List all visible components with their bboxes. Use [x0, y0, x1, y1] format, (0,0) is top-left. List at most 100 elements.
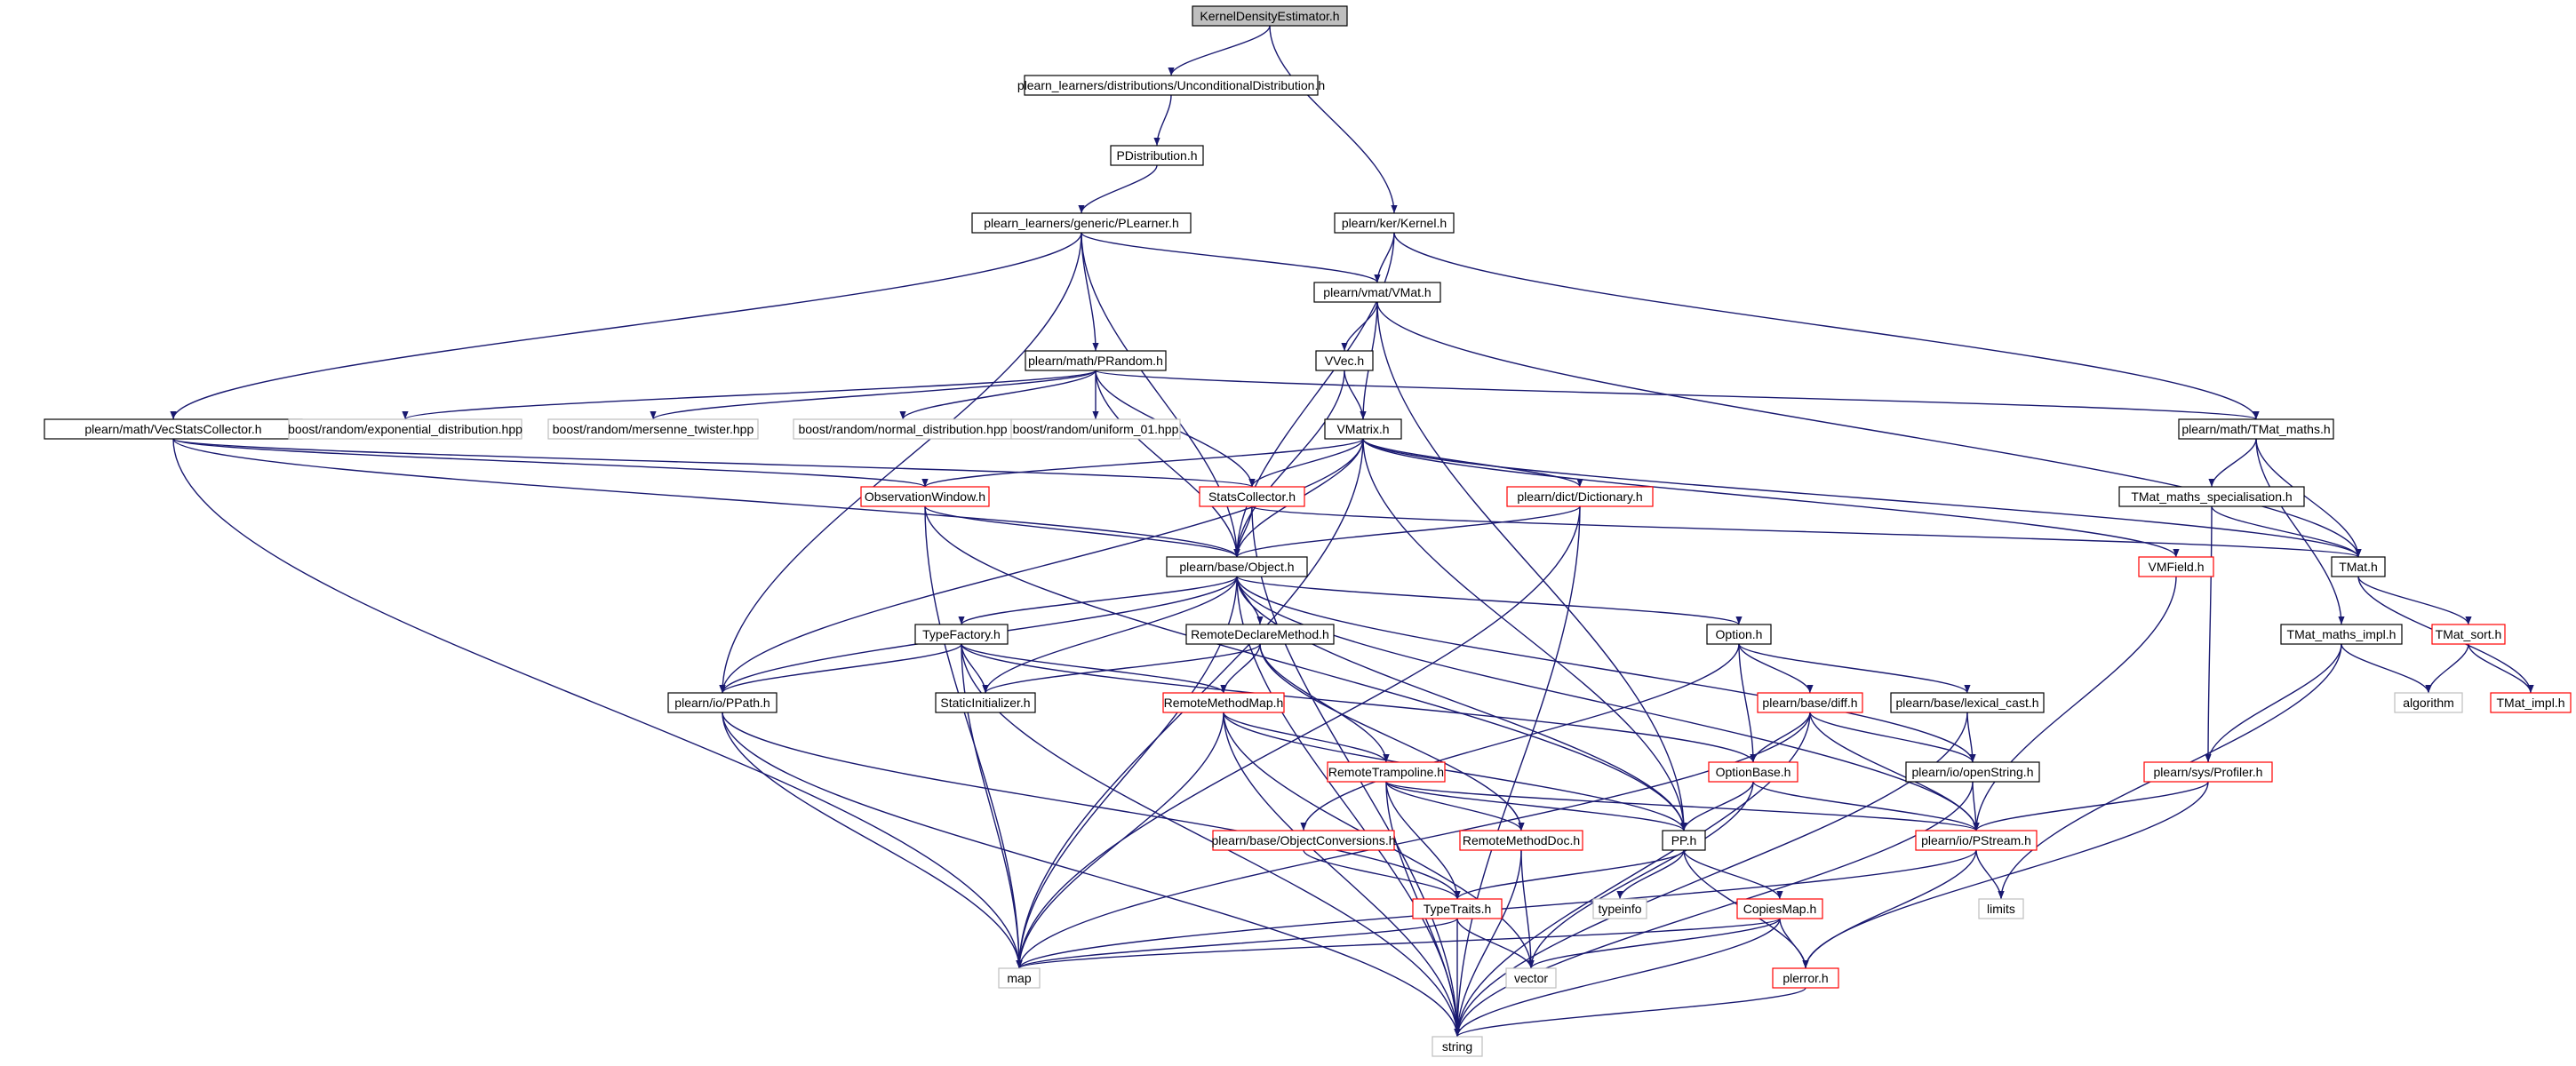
edge-tmat-to-tsort	[2357, 576, 2472, 625]
node-staticinitializer-h[interactable]: StaticInitializer.h	[935, 692, 1036, 713]
node-typetraits-h[interactable]: TypeTraits.h	[1412, 898, 1503, 919]
node-label: PP.h	[1671, 833, 1697, 847]
node-plearn-base-object-h[interactable]: plearn/base/Object.h	[1166, 556, 1308, 577]
node-label: plearn/math/TMat_maths.h	[2181, 422, 2330, 436]
node-typefactory-h[interactable]: TypeFactory.h	[914, 624, 1009, 645]
node-box	[1890, 692, 2045, 713]
edge-typefactory-to-staticinit	[961, 643, 989, 694]
edge-vmatrix-to-dict	[1362, 438, 1583, 488]
node-box	[2394, 692, 2463, 713]
node-plearn-math-tmat-maths-h[interactable]: plearn/math/TMat_maths.h	[2178, 418, 2334, 440]
node-optionbase-h[interactable]: OptionBase.h	[1708, 761, 1798, 783]
node-observationwindow-h[interactable]: ObservationWindow.h	[860, 486, 990, 507]
node-box	[1024, 75, 1319, 96]
node-option-h[interactable]: Option.h	[1706, 624, 1772, 645]
node-plearn-sys-profiler-h[interactable]: plearn/sys/Profiler.h	[2143, 761, 2273, 783]
edge-plearner-to-vecstats	[170, 232, 1082, 420]
edge-prandom-to-b_mt	[650, 370, 1097, 420]
node-tmat-maths-impl-h[interactable]: TMat_maths_impl.h	[2280, 624, 2403, 645]
node-box	[667, 692, 778, 713]
node-box	[1412, 898, 1503, 919]
node-pp-h[interactable]: PP.h	[1662, 830, 1706, 851]
node-box	[914, 624, 1009, 645]
node-plearn-vmat-vmat-h[interactable]: plearn/vmat/VMat.h	[1313, 282, 1441, 303]
edge-pstream-to-perror	[1802, 849, 1977, 969]
edge-tmspec-to-tmat	[2211, 505, 2362, 558]
node-tmat-impl-h[interactable]: TMat_impl.h	[2490, 692, 2572, 713]
node-statscollector-h[interactable]: StatsCollector.h	[1199, 486, 1305, 507]
node-label: plearn/io/PPath.h	[674, 696, 770, 710]
edge-tmimpl-to-profiler	[2205, 643, 2342, 763]
edge-vmatrix-to-tmat	[1362, 438, 2362, 558]
edge-rmdoc-to-vector	[1520, 849, 1535, 969]
node-label: RemoteMethodDoc.h	[1463, 833, 1580, 847]
node-box	[971, 212, 1192, 234]
node-tmat-maths-specialisation-h[interactable]: TMat_maths_specialisation.h	[2118, 486, 2305, 507]
edge-object-to-typefactory	[958, 576, 1238, 625]
node-remotemethodmap-h[interactable]: RemoteMethodMap.h	[1162, 692, 1285, 713]
node-remotemethoddoc-h[interactable]: RemoteMethodDoc.h	[1459, 830, 1583, 851]
edge-tmaths-to-tmspec	[2208, 438, 2257, 488]
edge-diff-to-optbase	[1750, 712, 1811, 763]
node-remotedeclaremethod-h[interactable]: RemoteDeclareMethod.h	[1185, 624, 1335, 645]
edge-diff-to-map	[1016, 712, 1811, 969]
node-plearn-io-ppath-h[interactable]: plearn/io/PPath.h	[667, 692, 778, 713]
edge-optbase-to-vector	[1527, 781, 1754, 969]
node-plearn-ker-kernel-h[interactable]: plearn/ker/Kernel.h	[1334, 212, 1455, 234]
node-label: TMat_maths_specialisation.h	[2131, 489, 2292, 504]
node-plearn-io-openstring-h[interactable]: plearn/io/openString.h	[1905, 761, 2040, 783]
node-box	[1166, 556, 1308, 577]
node-label: typeinfo	[1598, 902, 1641, 916]
node-map: map	[998, 967, 1041, 989]
node-box	[1315, 350, 1374, 371]
node-label: algorithm	[2403, 696, 2454, 710]
node-plearn-math-vecstatscollector-h[interactable]: plearn/math/VecStatsCollector.h	[44, 418, 303, 440]
node-box	[1662, 830, 1706, 851]
edge-vecstats-to-map	[172, 438, 1023, 969]
edge-tmimpl-to-algorithm	[2341, 643, 2432, 694]
node-copiesmap-h[interactable]: CopiesMap.h	[1736, 898, 1823, 919]
edge-copiesmap-to-string	[1454, 918, 1781, 1038]
node-plearn-learners-distributions-unconditionaldistribution-h[interactable]: plearn_learners/distributions/Unconditio…	[1017, 75, 1325, 96]
edge-tmspec-to-profiler	[2205, 505, 2213, 763]
node-label: RemoteTrampoline.h	[1328, 765, 1444, 779]
node-plearn-base-lexical-cast-h[interactable]: plearn/base/lexical_cast.h	[1890, 692, 2045, 713]
node-tmat-sort-h[interactable]: TMat_sort.h	[2431, 624, 2506, 645]
edge-plearner-to-vmat	[1081, 232, 1381, 283]
edge-optbase-to-pp	[1680, 781, 1754, 831]
node-plearn-base-objectconversions-h[interactable]: plearn/base/ObjectConversions.h	[1211, 830, 1396, 851]
edge-object-to-staticinit	[982, 576, 1238, 694]
node-label: StaticInitializer.h	[940, 696, 1030, 710]
node-label: plearn_learners/distributions/Unconditio…	[1017, 78, 1325, 92]
node-box	[1706, 624, 1772, 645]
node-pdistribution-h[interactable]: PDistribution.h	[1110, 145, 1204, 166]
edge-rdm-to-staticinit	[982, 643, 1261, 694]
node-plearn-math-prandom-h[interactable]: plearn/math/PRandom.h	[1025, 350, 1167, 371]
node-vvec-h[interactable]: VVec.h	[1315, 350, 1374, 371]
node-plerror-h[interactable]: plerror.h	[1772, 967, 1839, 989]
node-plearn-learners-generic-plearner-h[interactable]: plearn_learners/generic/PLearner.h	[971, 212, 1192, 234]
edge-pp-to-copiesmap	[1683, 849, 1783, 900]
node-vmatrix-h[interactable]: VMatrix.h	[1324, 418, 1402, 440]
node-plearn-base-diff-h[interactable]: plearn/base/diff.h	[1757, 692, 1863, 713]
node-vmfield-h[interactable]: VMField.h	[2138, 556, 2214, 577]
edge-vecstats-to-statscol	[172, 438, 1256, 488]
node-tmat-h[interactable]: TMat.h	[2331, 556, 2386, 577]
node-remotetrampoline-h[interactable]: RemoteTrampoline.h	[1327, 761, 1446, 783]
edge-rtramp-to-rmdoc	[1385, 781, 1525, 831]
edge-dict-to-object	[1233, 505, 1581, 558]
edge-option-to-diff	[1738, 643, 1814, 694]
node-label: plearn/io/PStream.h	[1921, 833, 2031, 847]
edge-copiesmap-to-map	[1016, 918, 1781, 969]
edge-vmat-to-pp	[1376, 301, 1687, 831]
node-label: plearn/io/openString.h	[1912, 765, 2034, 779]
node-box	[1757, 692, 1863, 713]
edge-rtramp-to-pstream	[1385, 781, 1980, 831]
node-plearn-io-pstream-h[interactable]: plearn/io/PStream.h	[1915, 830, 2038, 851]
edge-vecstats-to-object	[172, 438, 1240, 558]
node-kerneldensityestimator-h[interactable]: KernelDensityEstimator.h	[1192, 5, 1348, 27]
edge-prandom-to-b_exp	[402, 370, 1097, 420]
node-label: boost/random/exponential_distribution.hp…	[288, 422, 522, 436]
node-plearn-dict-dictionary-h[interactable]: plearn/dict/Dictionary.h	[1506, 486, 1654, 507]
